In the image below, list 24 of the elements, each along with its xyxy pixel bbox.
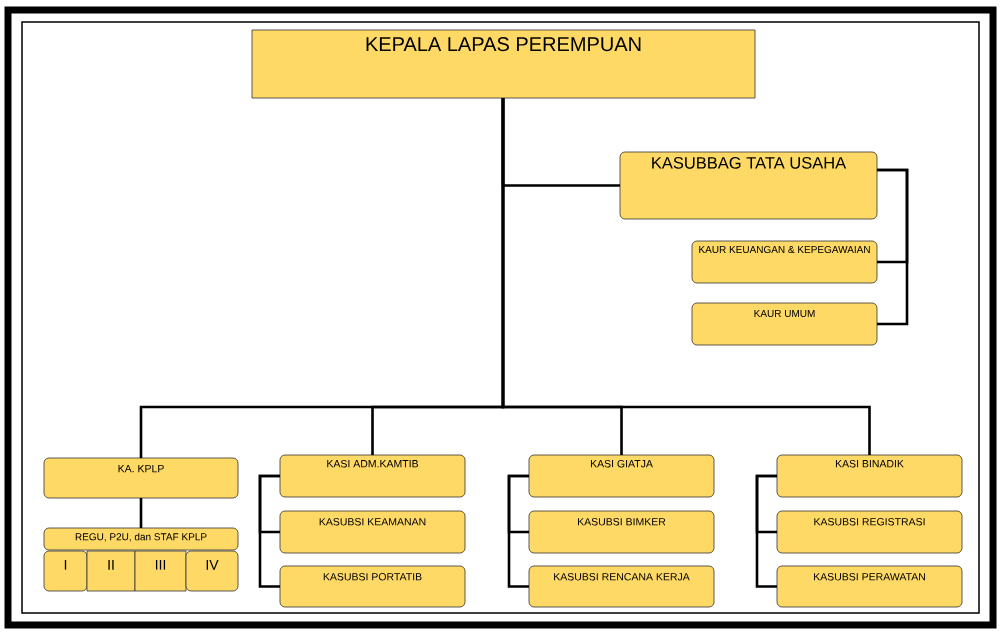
- connector-line: [139, 498, 143, 528]
- position-box: KAUR UMUM: [691, 302, 878, 346]
- position-box: KASUBSI REGISTRASI: [776, 510, 963, 554]
- position-box: KA. KPLP: [43, 457, 239, 499]
- cell: II: [86, 550, 136, 592]
- position-box: KASI BINADIK: [776, 454, 963, 498]
- position-box: KASUBSI BIMKER: [528, 510, 715, 554]
- cell: IV: [185, 550, 239, 592]
- title-box: KEPALA LAPAS PEREMPUAN: [251, 29, 756, 99]
- connector-line: [877, 168, 909, 326]
- position-box: KASUBSI PORTATIB: [279, 565, 466, 608]
- connector-line: [258, 474, 280, 588]
- connector-line: [507, 474, 529, 588]
- position-box: KASUBBAG TATA USAHA: [619, 151, 878, 220]
- position-box: KASI GIATJA: [528, 454, 715, 498]
- position-box: KASUBSI PERAWATAN: [776, 565, 963, 608]
- position-box: KASUBSI RENCANA KERJA: [528, 565, 715, 608]
- position-box: KASI ADM.KAMTIB: [279, 454, 466, 498]
- connector-line: [755, 474, 777, 588]
- position-box: KAUR KEUANGAN & KEPEGAWAIAN: [691, 240, 878, 284]
- cell: I: [43, 550, 88, 592]
- connector-line: [501, 98, 871, 455]
- position-box: KASUBSI KEAMANAN: [279, 510, 466, 554]
- cell: III: [134, 550, 187, 592]
